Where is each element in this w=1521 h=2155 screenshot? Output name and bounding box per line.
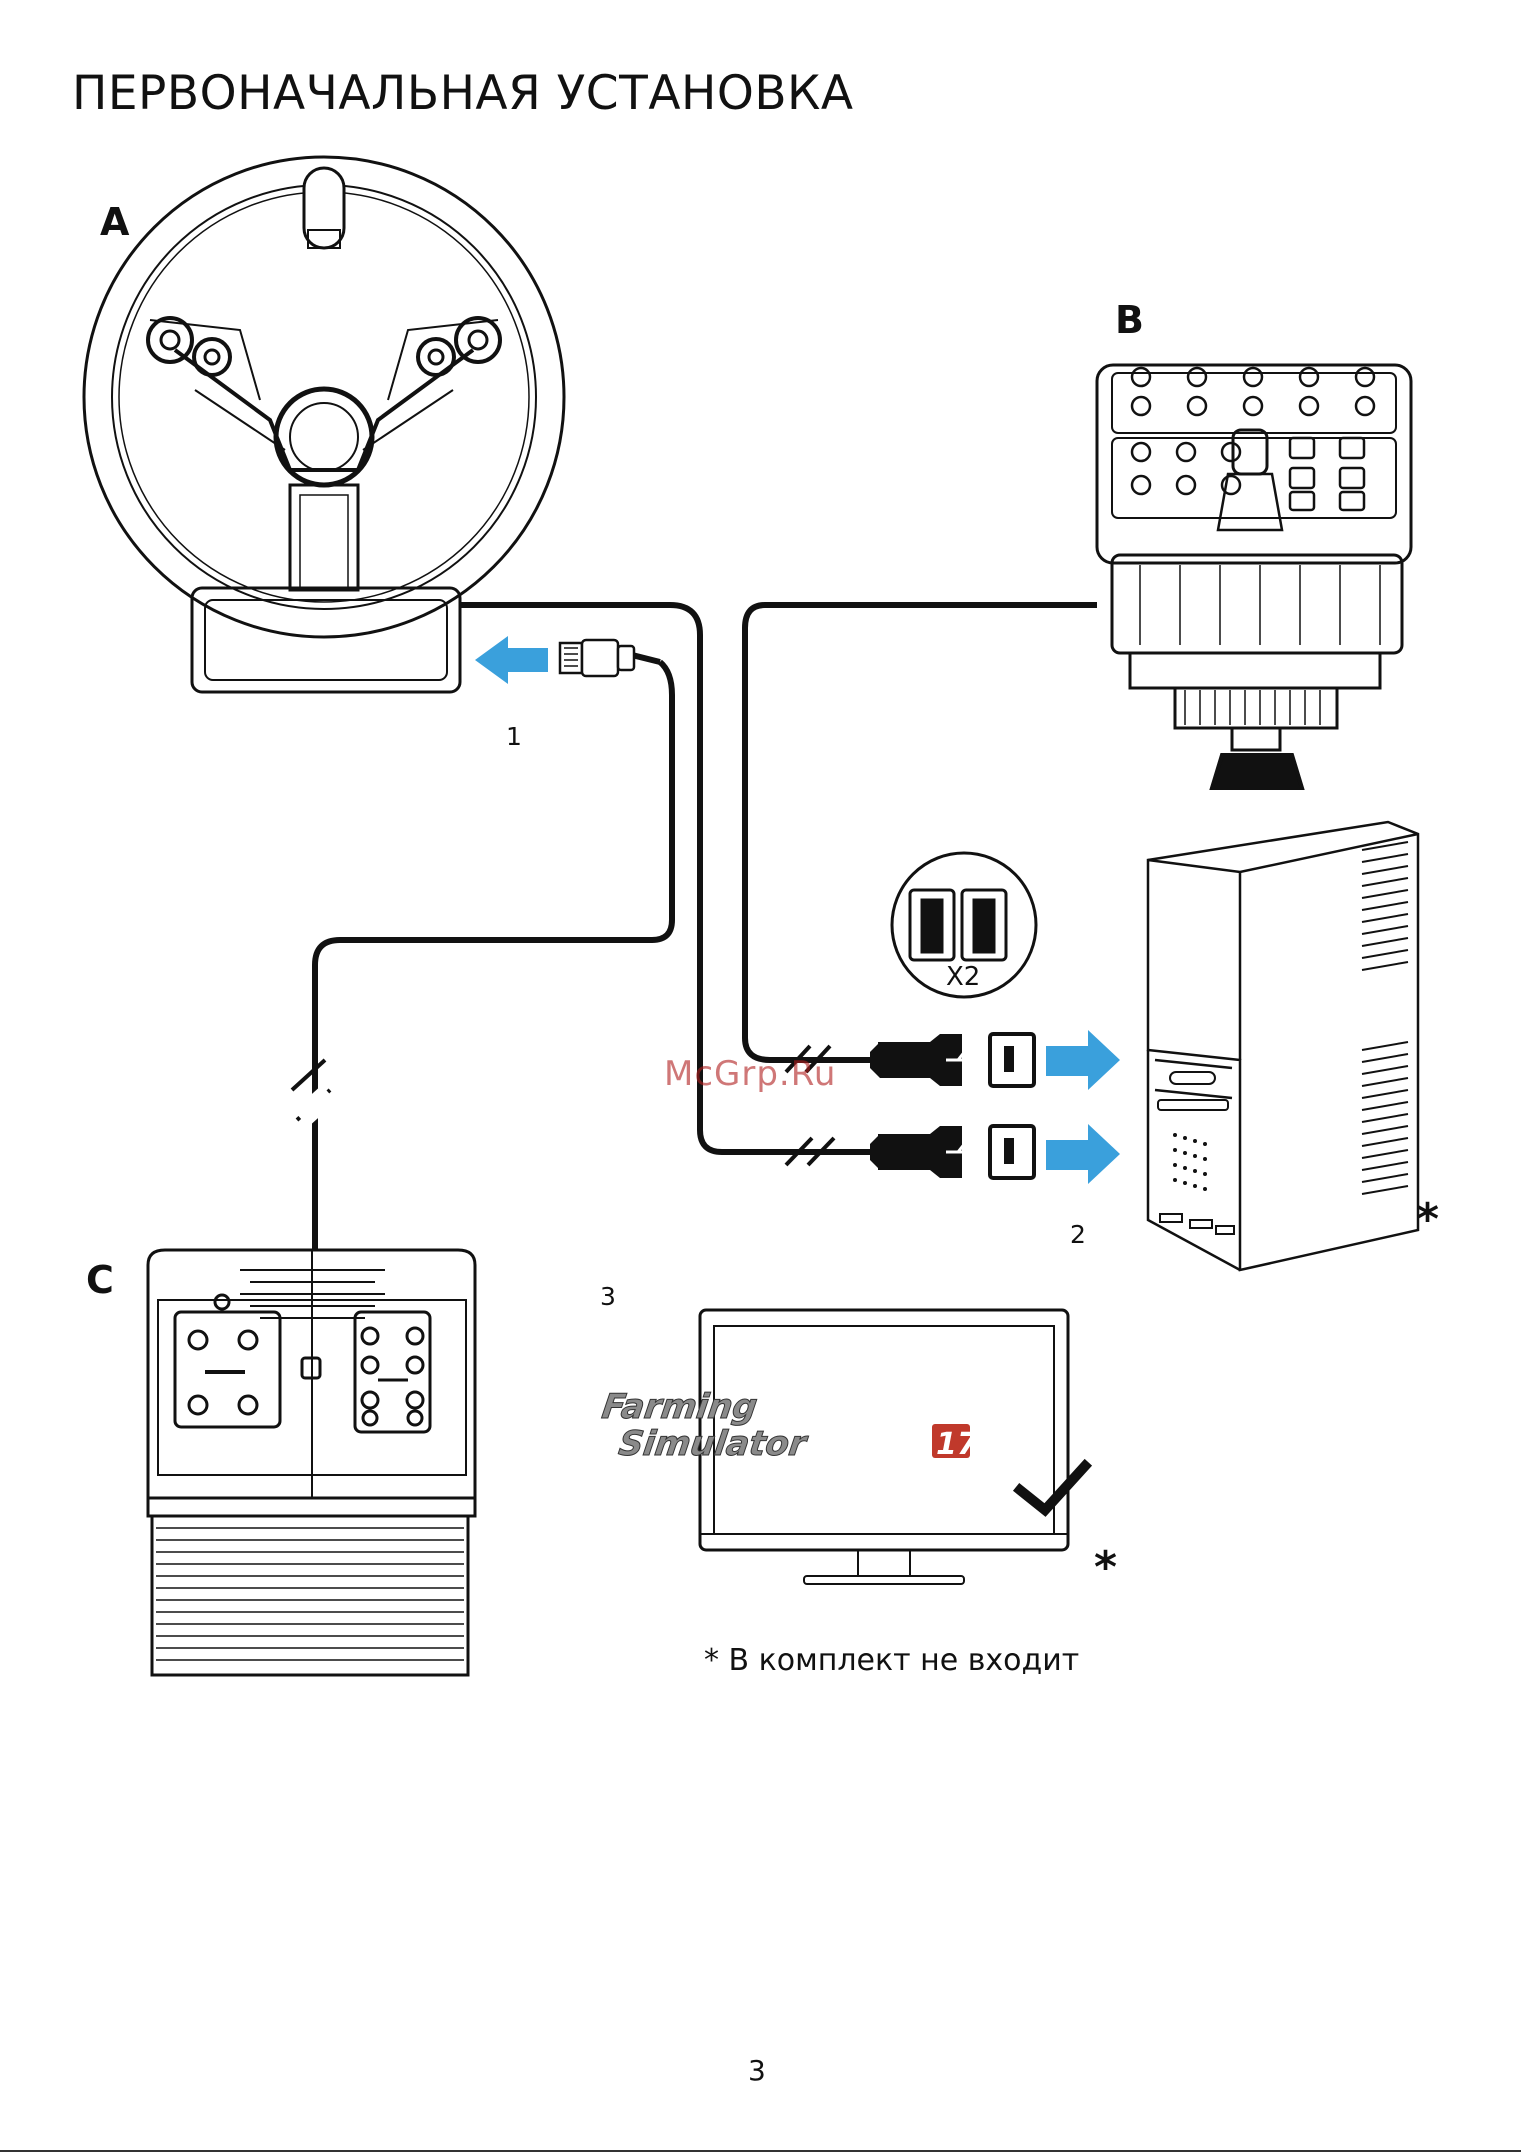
game-logo: Farming Simulator 17 <box>599 1387 977 1464</box>
step-3-label: 3 <box>600 1282 616 1311</box>
cable-panel-usb <box>745 605 1097 1060</box>
game-badge-number: 17 <box>936 1427 978 1462</box>
pedals-icon <box>148 1250 475 1675</box>
footnote: * В комплект не входит <box>704 1643 1079 1678</box>
game-logo-line2: Simulator <box>616 1424 810 1464</box>
label-pedals: C <box>86 1258 114 1302</box>
usb-plug-top <box>870 1034 1034 1086</box>
bottom-rule <box>0 2150 1521 2152</box>
monitor-not-included-marker: * <box>1094 1542 1117 1593</box>
steering-wheel-icon <box>84 157 564 692</box>
arrow-right-bottom-icon <box>1046 1124 1120 1184</box>
side-panel-icon <box>1097 365 1411 788</box>
label-side-panel: B <box>1115 298 1144 342</box>
computer-not-included-marker: * <box>1416 1194 1439 1245</box>
arrow-right-top-icon <box>1046 1030 1120 1090</box>
mini-usb-connector <box>560 640 634 676</box>
usb-port-count: X2 <box>946 962 980 992</box>
cable-pedals-wheel <box>315 662 672 1250</box>
label-wheel: A <box>100 200 129 244</box>
page-title: ПЕРВОНАЧАЛЬНАЯ УСТАНОВКА <box>72 66 854 121</box>
arrow-left-icon <box>475 636 548 684</box>
game-logo-line1: Farming <box>599 1387 759 1427</box>
usb-plug-bottom <box>870 1126 1034 1178</box>
step-2-label: 2 <box>1070 1220 1086 1249</box>
watermark: McGrp.Ru <box>664 1054 836 1094</box>
page-number: 3 <box>748 2054 766 2087</box>
computer-tower-icon <box>1148 822 1418 1270</box>
arrows <box>475 636 1120 1184</box>
step-1-label: 1 <box>506 722 522 751</box>
